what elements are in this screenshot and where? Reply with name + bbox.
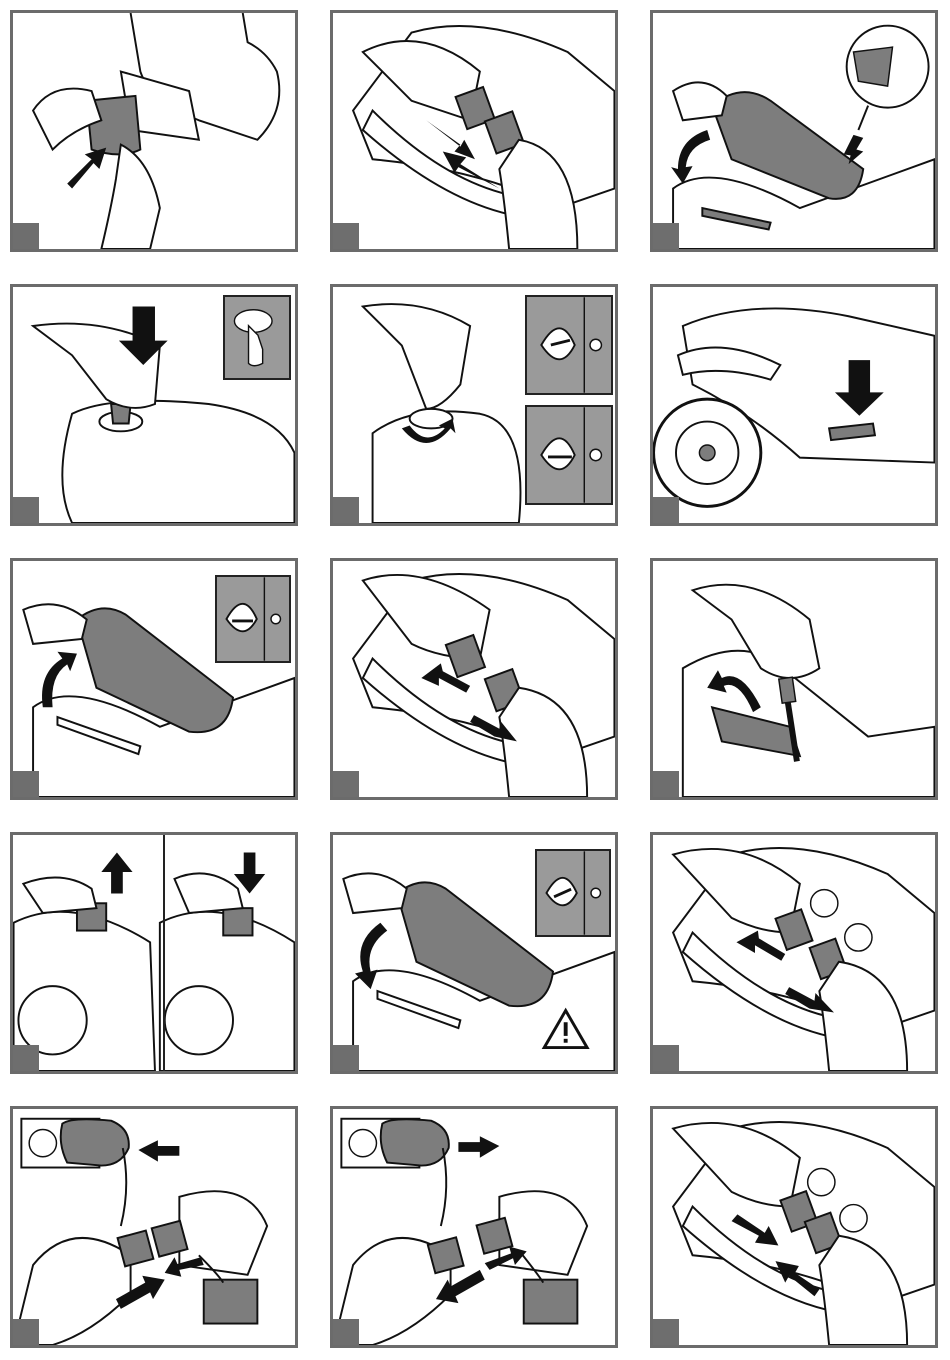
step-panel-14 [330,1106,618,1348]
step-8-illustration [333,561,615,797]
step-panel-3 [650,10,938,252]
battery-icon [204,1280,258,1324]
step-panel-10 [10,832,298,1074]
knob-detail-inset [223,295,291,380]
lock-detail-inset [535,849,611,937]
step-1-illustration [13,13,295,249]
step-tab [653,771,679,797]
step-tab [333,1045,359,1071]
lock-detail-icon [537,851,609,935]
push-arrow-icon [67,148,106,189]
lock-detail-icon [217,577,289,661]
step-panel-8 [330,558,618,800]
step-panel-5 [330,284,618,526]
panel-divider [163,835,165,1071]
battery-icon [524,1280,578,1324]
up-arrow-icon [101,853,132,894]
push-together-arrows-icon [138,1140,179,1161]
hand-icon [363,304,470,409]
hand-icon [673,82,727,120]
lock-detail-inset [215,575,291,663]
step-tab [653,223,679,249]
step-panel-1 [10,10,298,252]
lock-detail-icon [527,297,611,393]
step-tab [653,497,679,523]
down-arrow-icon [234,853,265,894]
step-panel-13 [10,1106,298,1348]
step-10-illustration [13,835,295,1071]
step-tab [13,1319,39,1345]
circle-marker-icon [840,1205,867,1232]
step-panel-12 [650,832,938,1074]
step-15-illustration [653,1109,935,1345]
step-tab [13,1045,39,1071]
step-tab [653,1045,679,1071]
step-tab [333,497,359,523]
step-tab [13,771,39,797]
step-tab [333,771,359,797]
step-tab [13,497,39,523]
step-tab [13,223,39,249]
step-6-illustration [653,287,935,523]
step-panel-7 [10,558,298,800]
step-panel-2 [330,10,618,252]
hand-icon [343,873,406,913]
step-14-illustration [333,1109,615,1345]
step-3-illustration [653,13,935,249]
step-2-illustration [333,13,615,249]
lock-detail-inset [525,295,613,395]
step-12-illustration [653,835,935,1071]
step-panel-6 [650,284,938,526]
step-panel-9 [650,558,938,800]
charger-icon [61,1119,129,1165]
step-13-illustration [13,1109,295,1345]
circle-marker-icon [808,1168,835,1195]
lock-detail-inset [525,405,613,505]
step-tab [653,1319,679,1345]
step-tab [333,1319,359,1345]
circle-marker-icon [845,924,872,951]
step-9-illustration [653,561,935,797]
circle-marker-icon [811,890,838,917]
hand-icon [23,604,86,644]
hand-icon [23,877,96,913]
step-panel-11 [330,832,618,1074]
charger-icon [381,1119,449,1165]
step-tab [333,223,359,249]
pull-apart-arrows-icon [458,1136,499,1157]
lock-detail-icon [527,407,611,503]
step-panel-4 [10,284,298,526]
step-panel-15 [650,1106,938,1348]
rotate-arrow-icon [671,130,710,184]
